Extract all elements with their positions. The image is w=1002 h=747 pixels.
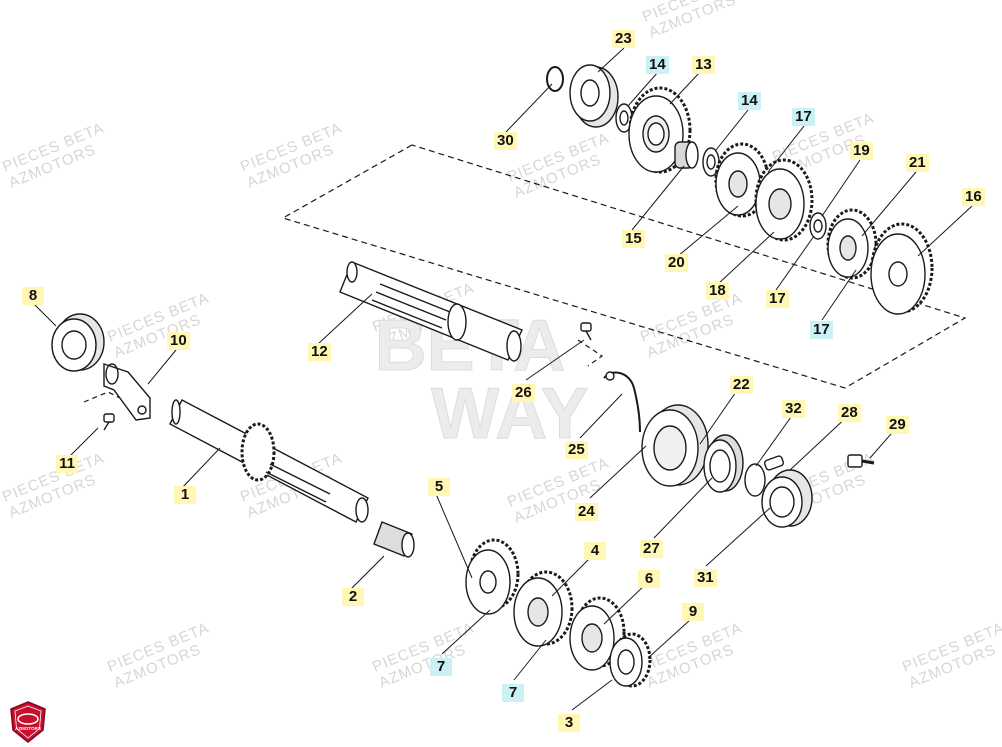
needle-bearing-15 [674, 141, 699, 169]
callout-25: 25 [565, 441, 588, 459]
callout-23: 23 [612, 30, 635, 48]
svg-text:AZMOTORS: AZMOTORS [15, 726, 41, 731]
callout-28: 28 [838, 404, 861, 422]
callout-3: 3 [558, 714, 580, 732]
bearing-24 [641, 404, 709, 487]
ring-32 [744, 463, 766, 497]
callout-5: 5 [428, 478, 450, 496]
oil-seal-31 [761, 469, 813, 528]
callout-26: 26 [512, 384, 535, 402]
callout-32: 32 [782, 400, 805, 418]
gear-18 [754, 158, 814, 242]
screw-26 [580, 322, 592, 341]
oil-seal-8 [51, 313, 105, 372]
callout-14: 14 [646, 56, 669, 74]
azmotors-shield-icon: AZMOTORS [10, 701, 46, 743]
dashed-group-outline [577, 339, 604, 367]
main-shaft-1 [169, 399, 369, 523]
bearing-23 [569, 64, 619, 128]
spacer-27 [703, 434, 744, 493]
plate-10 [103, 363, 151, 421]
bush-2 [373, 521, 415, 558]
callout-17: 17 [766, 290, 789, 308]
callout-17: 17 [792, 108, 815, 126]
callout-22: 22 [730, 376, 753, 394]
callout-24: 24 [575, 503, 598, 521]
leader-lines [31, 47, 973, 711]
callout-7: 7 [502, 684, 524, 702]
callout-7: 7 [430, 658, 452, 676]
gear-16 [870, 222, 934, 315]
callout-1: 1 [174, 486, 196, 504]
dashed-group-outline [281, 144, 967, 389]
callout-15: 15 [622, 230, 645, 248]
callout-19: 19 [850, 142, 873, 160]
callout-30: 30 [494, 132, 517, 150]
callout-4: 4 [584, 542, 606, 560]
washer-14 [702, 147, 720, 177]
gear-5 [465, 538, 520, 615]
callout-11: 11 [56, 455, 78, 473]
gear-21 [826, 208, 878, 280]
callout-21: 21 [906, 154, 929, 172]
callout-16: 16 [962, 188, 985, 206]
callout-10: 10 [167, 332, 190, 350]
circlip-30 [546, 66, 564, 92]
bolt-29 [847, 454, 875, 468]
dashed-group-outline [83, 391, 121, 403]
callout-20: 20 [665, 254, 688, 272]
gear-3 [609, 632, 652, 688]
washer-19 [809, 212, 827, 240]
callout-12: 12 [308, 343, 331, 361]
callout-9: 9 [682, 603, 704, 621]
callout-27: 27 [640, 540, 663, 558]
gear-4 [513, 570, 574, 647]
callout-2: 2 [342, 588, 364, 606]
gear-20 [714, 142, 770, 218]
callout-6: 6 [638, 570, 660, 588]
callout-31: 31 [694, 569, 717, 587]
screw-11 [103, 413, 115, 431]
callout-18: 18 [706, 282, 729, 300]
callout-17: 17 [810, 321, 833, 339]
clip-25 [603, 371, 641, 433]
callout-8: 8 [22, 287, 44, 305]
callout-14: 14 [738, 92, 761, 110]
svg-text:WAY: WAY [431, 374, 588, 454]
callout-29: 29 [886, 416, 909, 434]
callout-13: 13 [692, 56, 715, 74]
clip-28 [763, 455, 785, 471]
shaft-12 [339, 261, 523, 362]
